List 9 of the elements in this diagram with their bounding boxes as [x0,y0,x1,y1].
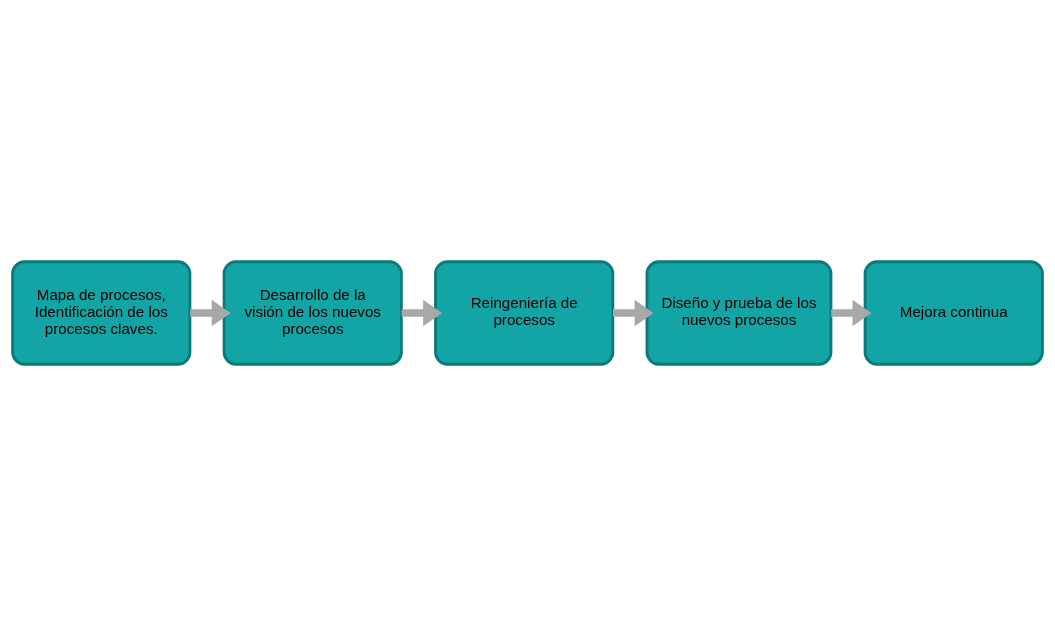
node-box: Desarrollo de la visión de los nuevos procesos [222,259,403,366]
arrow [190,299,231,326]
node-box: Reingeniería de procesos [434,259,615,366]
arrow [612,299,654,326]
node-box: Mapa de procesos, Identificación de los procesos claves. [11,259,192,366]
node-box: Diseño y prueba de los nuevos procesos [645,259,833,366]
arrow [831,299,872,326]
arrow [401,299,443,326]
node-box: Mejora continua [863,259,1044,366]
